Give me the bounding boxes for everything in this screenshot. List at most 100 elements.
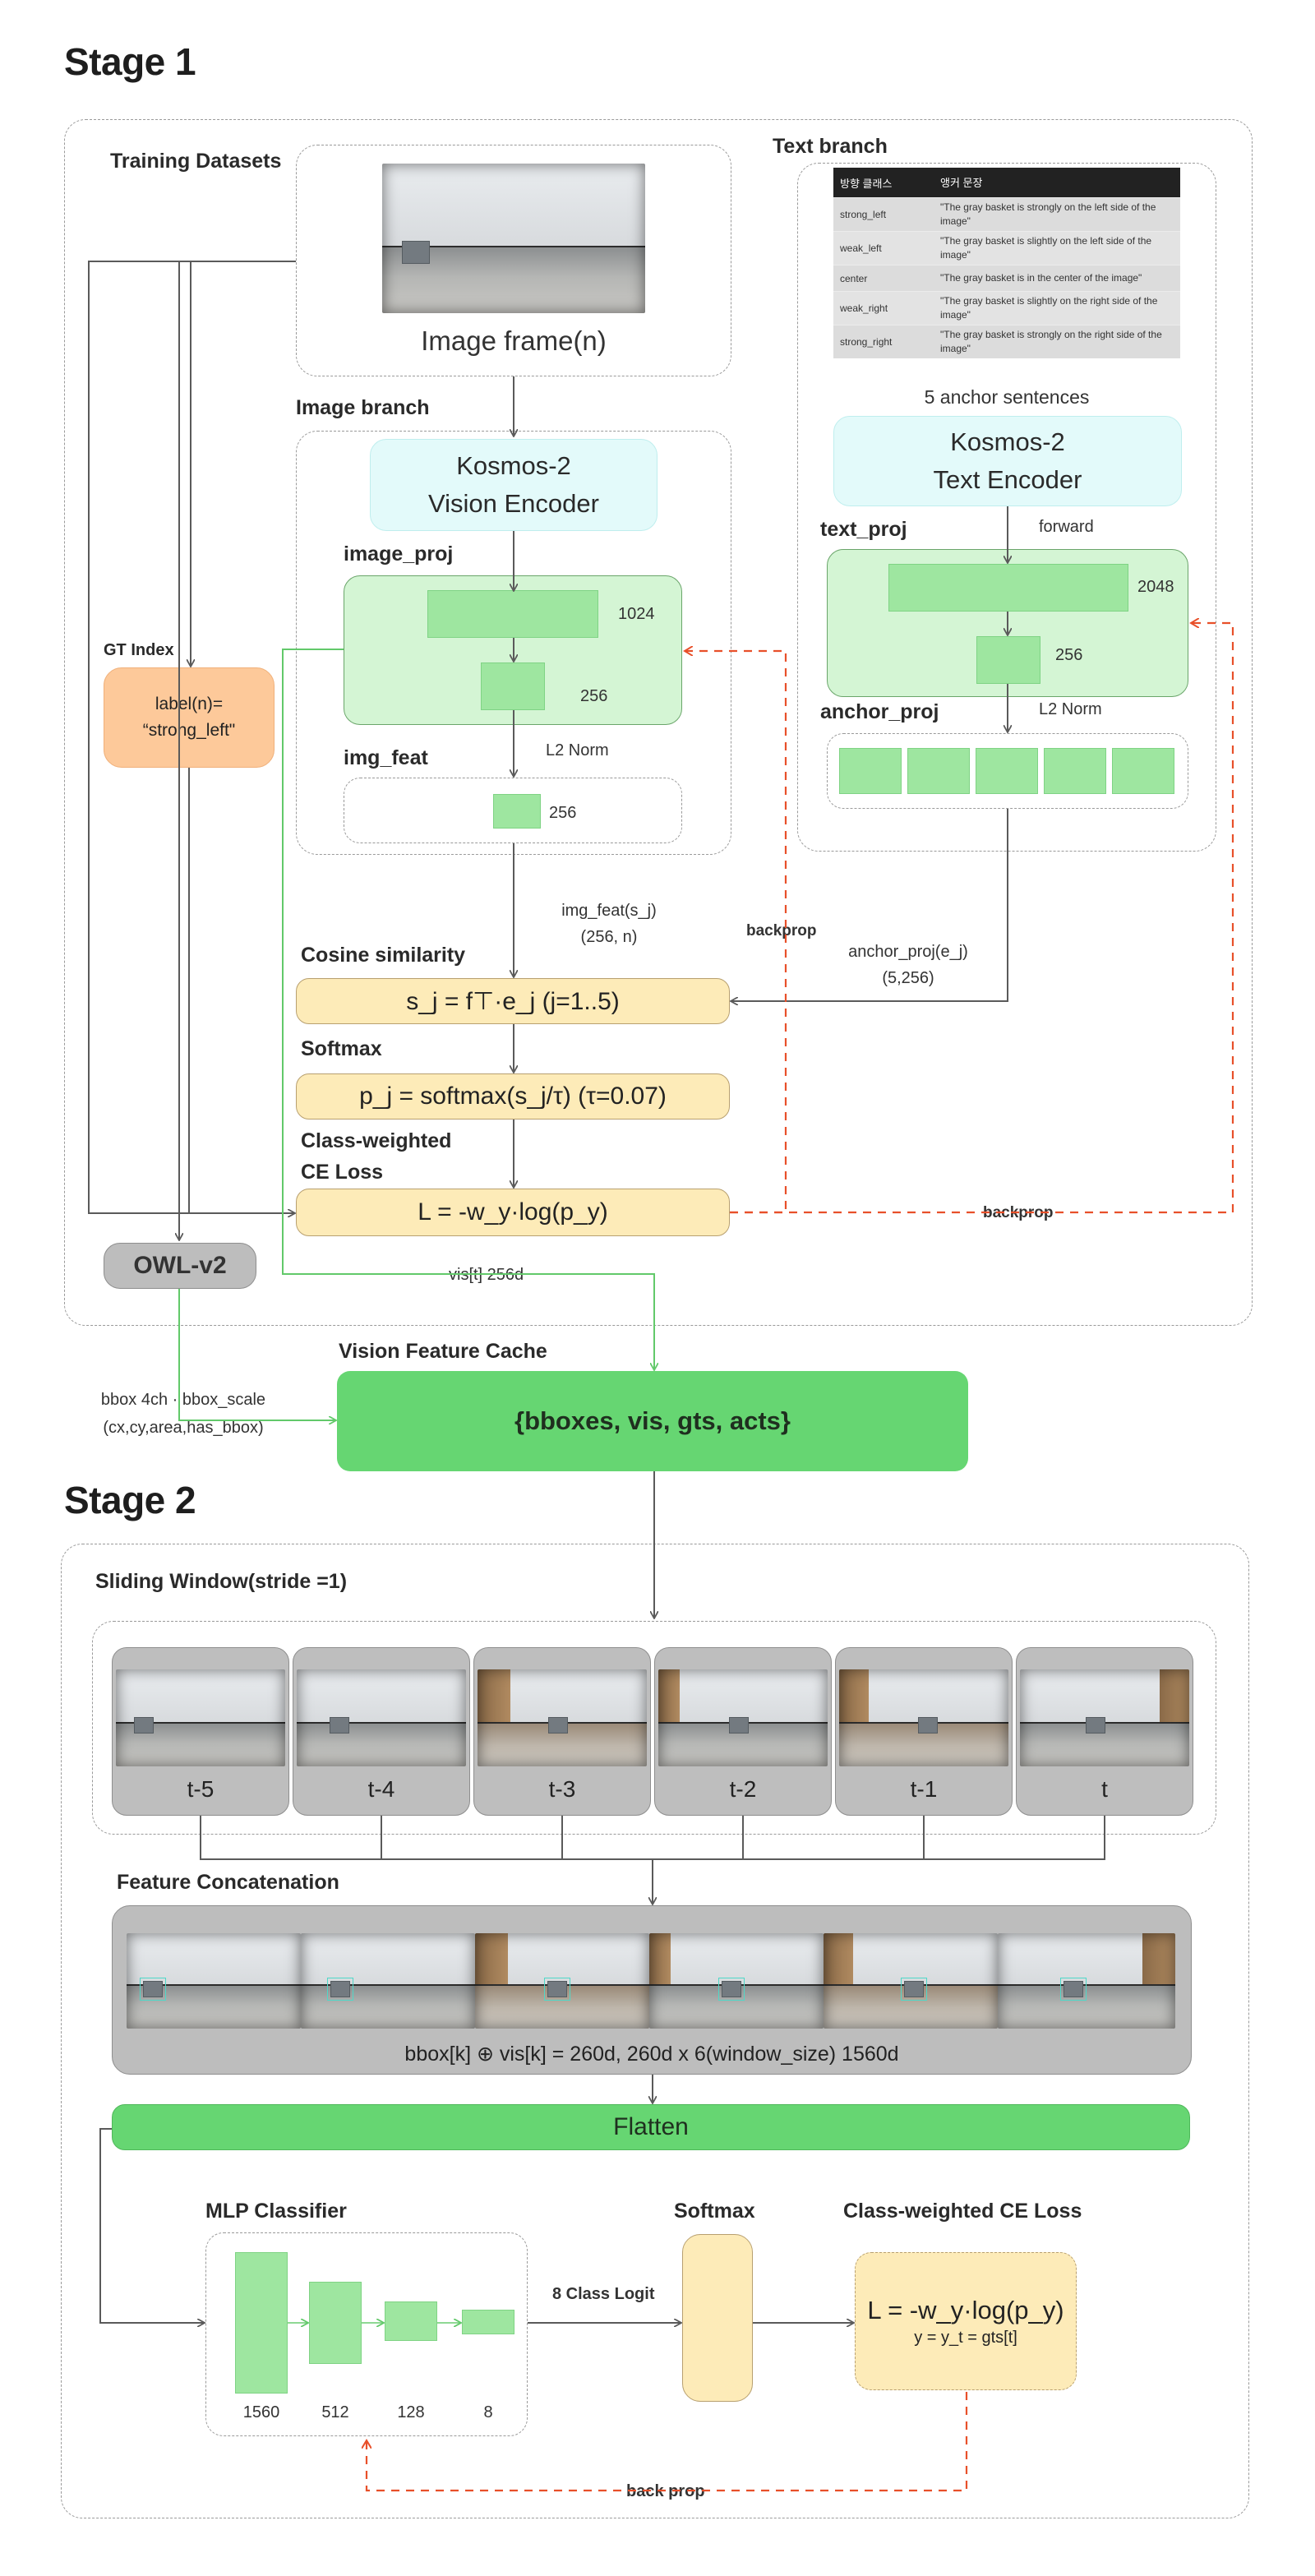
mlp-layer-8 [462, 2310, 514, 2334]
owl-v2-box: OWL-v2 [104, 1243, 256, 1289]
concat-image [649, 1933, 824, 2029]
stage2-title: Stage 2 [64, 1479, 196, 1521]
softmax2-box [682, 2234, 753, 2402]
ce-label-line2: CE Loss [301, 1161, 384, 1184]
l2-norm-text-label: L2 Norm [1039, 700, 1102, 718]
row-class: weak_left [840, 242, 882, 254]
training-datasets-label: Training Datasets [110, 150, 282, 173]
training-image [382, 164, 645, 313]
ce2-box: L = -w_y·log(p_y) y = y_t = gts[t] [855, 2252, 1077, 2390]
anchor-table: 방향 클래스 앵커 문장 strong_left "The gray baske… [833, 168, 1180, 358]
text-proj-dim-256: 256 [1055, 646, 1083, 664]
softmax-box: p_j = softmax(s_j/τ) (τ=0.07) [296, 1073, 730, 1119]
frame-label: t-1 [910, 1776, 938, 1802]
text-encoder-box: Kosmos-2 Text Encoder [833, 416, 1182, 506]
img-feat-flow-line2: (256, n) [580, 928, 638, 946]
frame-t-4: t-4 [293, 1647, 470, 1816]
stage2-container [61, 1544, 1249, 2518]
img-feat-label: img_feat [344, 746, 428, 769]
row-sentence: "The gray basket is slightly on the left… [940, 235, 1152, 261]
anchor-flow-line1: anchor_proj(e_j) [848, 943, 968, 961]
concat-image [998, 1933, 1175, 2029]
table-row: strong_left "The gray basket is strongly… [833, 197, 1180, 231]
concat-image [127, 1933, 301, 2029]
frame-image [1020, 1669, 1189, 1766]
text-encoder-line2: Text Encoder [933, 465, 1082, 494]
anchor-sentences-label: 5 anchor sentences [924, 386, 1090, 408]
concat-image [301, 1933, 475, 2029]
backprop-label-bottom: backprop [983, 1204, 1054, 1221]
row-sentence: "The gray basket is strongly on the left… [940, 201, 1156, 227]
ce2-formula: L = -w_y·log(p_y) [867, 2295, 1064, 2324]
table-row: weak_left "The gray basket is slightly o… [833, 231, 1180, 265]
logit-label: 8 Class Logit [552, 2285, 655, 2303]
gt-label-line2: “strong_left" [142, 721, 236, 740]
frame-label: t [1101, 1776, 1108, 1802]
frame-image [297, 1669, 466, 1766]
row-sentence: "The gray basket is in the center of the… [940, 272, 1142, 284]
frame-image [478, 1669, 647, 1766]
anchor-table-header: 방향 클래스 앵커 문장 [833, 168, 1180, 197]
image-proj-1024 [427, 590, 598, 638]
mlp-dim-8: 8 [483, 2403, 493, 2421]
anchor-proj-label: anchor_proj [820, 700, 939, 723]
frame-t-1: t-1 [835, 1647, 1013, 1816]
back-prop-label: back prop [626, 2482, 705, 2500]
image-proj-256 [481, 662, 545, 710]
image-proj-label: image_proj [344, 542, 454, 566]
bbox-note-line2: (cx,cy,area,has_bbox) [103, 1419, 264, 1437]
table-row: center "The gray basket is in the center… [833, 265, 1180, 291]
ce2-title: Class-weighted CE Loss [843, 2200, 1082, 2223]
table-row: strong_right "The gray basket is strongl… [833, 325, 1180, 358]
frame-label: t-3 [548, 1776, 576, 1802]
anchor-flow-label: anchor_proj(e_j) (5,256) [838, 939, 978, 991]
row-class: weak_right [840, 302, 888, 314]
mlp-layer-128 [385, 2301, 437, 2341]
flatten-box: Flatten [112, 2104, 1190, 2150]
l2-norm-image-label: L2 Norm [546, 741, 609, 759]
header-sentence: 앵커 문장 [940, 176, 983, 189]
table-row: weak_right "The gray basket is slightly … [833, 291, 1180, 325]
backprop-label: backprop [746, 922, 817, 939]
cosine-box: s_j = f⊤·e_j (j=1..5) [296, 978, 730, 1024]
frame-image [658, 1669, 828, 1766]
img-feat-flow-line1: img_feat(s_j) [561, 902, 657, 920]
image-proj-dim-1024: 1024 [618, 605, 655, 623]
vision-encoder-line2: Vision Encoder [428, 489, 599, 518]
frame-t-3: t-3 [473, 1647, 651, 1816]
text-encoder-line1: Kosmos-2 [950, 427, 1065, 456]
mlp-dim-128: 128 [397, 2403, 425, 2421]
concat-image [475, 1933, 649, 2029]
stage1-title: Stage 1 [64, 40, 196, 83]
text-proj-2048 [888, 564, 1128, 612]
frame-label: t-4 [367, 1776, 395, 1802]
sliding-window-label: Sliding Window(stride =1) [95, 1570, 348, 1593]
gt-label-line1: label(n)= [155, 695, 224, 713]
header-class: 방향 클래스 [840, 177, 893, 190]
row-class: strong_right [840, 336, 893, 348]
forward-label: forward [1039, 518, 1094, 536]
row-class: center [840, 272, 868, 284]
anchor-cell [1044, 748, 1106, 794]
anchor-cell [976, 748, 1038, 794]
ce-label-line1: Class-weighted [301, 1129, 452, 1152]
cosine-label: Cosine similarity [301, 944, 466, 967]
gt-label-box: label(n)= “strong_left" [104, 667, 275, 768]
bbox-note-line1: bbox 4ch · bbox_scale [100, 1391, 266, 1409]
text-proj-label: text_proj [820, 518, 907, 541]
image-branch-label: Image branch [296, 396, 430, 419]
vision-encoder-line1: Kosmos-2 [456, 451, 571, 480]
image-proj-dim-256: 256 [580, 687, 608, 705]
image-frame-label: Image frame(n) [421, 325, 607, 356]
text-proj-256 [976, 636, 1040, 684]
row-sentence: "The gray basket is strongly on the righ… [940, 329, 1162, 354]
softmax-label: Softmax [301, 1037, 382, 1060]
ce2-sub: y = y_t = gts[t] [914, 2328, 1017, 2347]
frame-t: t [1016, 1647, 1193, 1816]
concat-strip [127, 1933, 1175, 2029]
row-class: strong_left [840, 209, 887, 220]
frame-t-5: t-5 [112, 1647, 289, 1816]
frame-label: t-5 [187, 1776, 215, 1802]
ce-loss-box: L = -w_y·log(p_y) [296, 1189, 730, 1236]
anchor-cell [1112, 748, 1174, 794]
